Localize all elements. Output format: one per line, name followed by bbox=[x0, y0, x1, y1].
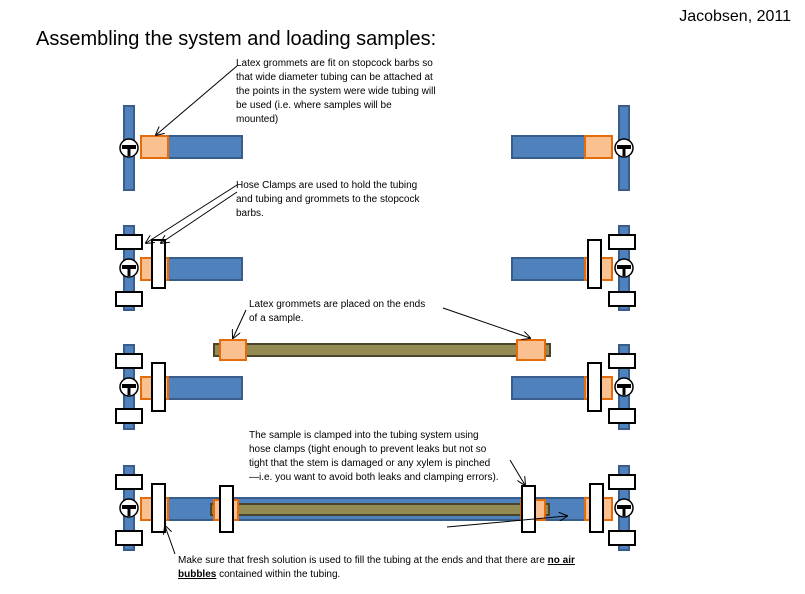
hose-clamp bbox=[115, 234, 143, 250]
hose-clamp bbox=[115, 474, 143, 490]
note-no-air-bubbles: no air bubbles bbox=[178, 555, 575, 580]
note-sample-clamped: The sample is clamped into the tubing sy… bbox=[249, 430, 499, 483]
hose-clamp bbox=[608, 474, 636, 490]
valve-handle-stem bbox=[127, 268, 131, 276]
hose-clamp bbox=[608, 234, 636, 250]
hose-clamp bbox=[151, 239, 166, 289]
callout-arrow bbox=[442, 307, 530, 338]
author-credit: Jacobsen, 2011 bbox=[679, 8, 791, 25]
valve-handle-stem bbox=[127, 508, 131, 516]
valve-handle-bar bbox=[617, 265, 631, 269]
valve-handle-bar bbox=[617, 505, 631, 509]
callout-arrow bbox=[161, 191, 238, 243]
latex-grommet bbox=[584, 135, 613, 159]
hose-clamp bbox=[151, 362, 166, 412]
note-fresh-solution-pre: Make sure that fresh solution is used to… bbox=[178, 555, 548, 566]
stem-sample bbox=[213, 343, 551, 357]
note-hose-clamps: Hose Clamps are used to hold the tubing … bbox=[236, 180, 420, 219]
hose-clamp bbox=[521, 485, 536, 533]
tubing-segment bbox=[511, 135, 591, 159]
hose-clamp bbox=[115, 291, 143, 307]
note-grommets-on-barbs: Latex grommets are fit on stopcock barbs… bbox=[236, 58, 436, 125]
tubing-segment bbox=[511, 257, 591, 281]
hose-clamp bbox=[587, 362, 602, 412]
hose-clamp bbox=[219, 485, 234, 533]
callout-arrow bbox=[146, 184, 238, 243]
note-grommets-on-sample: Latex grommets are placed on the ends of… bbox=[249, 299, 426, 324]
stopcock-left bbox=[119, 344, 139, 430]
stopcock-left bbox=[119, 105, 139, 191]
latex-grommet bbox=[140, 135, 169, 159]
hose-clamp bbox=[608, 353, 636, 369]
stopcock-left bbox=[119, 225, 139, 311]
valve-handle-bar bbox=[122, 505, 136, 509]
hose-clamp bbox=[608, 530, 636, 546]
valve-handle-stem bbox=[622, 148, 626, 156]
hose-clamp bbox=[587, 239, 602, 289]
stopcock-right bbox=[614, 105, 634, 191]
tubing-segment bbox=[163, 376, 243, 400]
note-fresh-solution: Make sure that fresh solution is used to… bbox=[178, 554, 598, 582]
valve-handle-stem bbox=[127, 148, 131, 156]
stopcock-right bbox=[614, 225, 634, 311]
valve-handle-bar bbox=[617, 145, 631, 149]
stopcock-right bbox=[614, 465, 634, 551]
valve-handle-bar bbox=[122, 145, 136, 149]
hose-clamp bbox=[608, 291, 636, 307]
stopcock-right bbox=[614, 344, 634, 430]
hose-clamp bbox=[115, 353, 143, 369]
valve-handle-stem bbox=[622, 387, 626, 395]
tubing-segment bbox=[163, 135, 243, 159]
callout-arrow bbox=[165, 526, 176, 555]
valve-handle-bar bbox=[617, 384, 631, 388]
hose-clamp bbox=[115, 530, 143, 546]
page-title: Assembling the system and loading sample… bbox=[36, 28, 437, 50]
hose-clamp bbox=[608, 408, 636, 424]
tubing-segment bbox=[511, 376, 591, 400]
stopcock-left bbox=[119, 465, 139, 551]
tubing-segment bbox=[163, 257, 243, 281]
valve-handle-bar bbox=[122, 384, 136, 388]
note-fresh-solution-post: contained within the tubing. bbox=[216, 569, 341, 580]
stem-sample bbox=[210, 503, 550, 516]
callout-arrow bbox=[509, 459, 525, 485]
hose-clamp bbox=[589, 483, 604, 533]
hose-clamp bbox=[115, 408, 143, 424]
callout-arrow bbox=[446, 516, 567, 528]
callout-arrow bbox=[156, 65, 238, 135]
valve-handle-stem bbox=[622, 268, 626, 276]
valve-handle-bar bbox=[122, 265, 136, 269]
latex-grommet bbox=[516, 339, 546, 361]
valve-handle-stem bbox=[622, 508, 626, 516]
callout-arrow bbox=[233, 309, 247, 338]
hose-clamp bbox=[151, 483, 166, 533]
valve-handle-stem bbox=[127, 387, 131, 395]
latex-grommet bbox=[219, 339, 247, 361]
